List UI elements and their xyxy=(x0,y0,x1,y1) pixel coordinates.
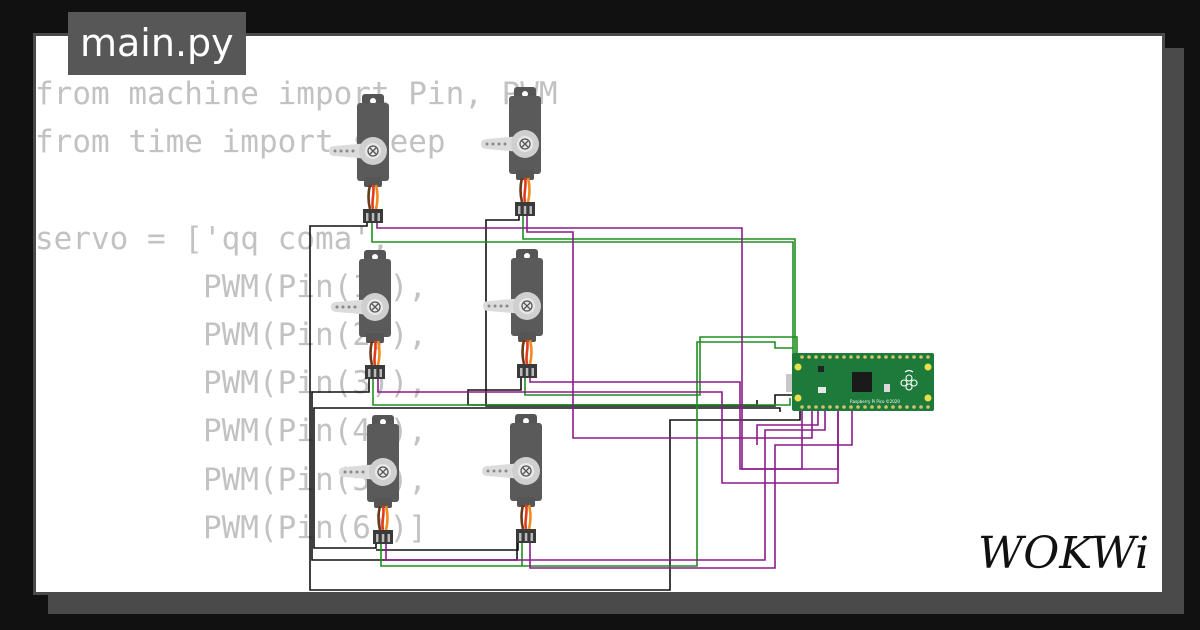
code-line: PWM(Pin(3)), xyxy=(35,365,427,402)
wokwi-logo-icon: WOKWi xyxy=(978,528,1149,576)
raspberry-pi-logo-icon xyxy=(900,369,918,391)
file-tab[interactable]: main.py xyxy=(68,12,246,75)
preview-card xyxy=(33,33,1165,595)
board-label: Raspberry Pi Pico ©2020 xyxy=(850,399,900,404)
servo-motor-icon[interactable] xyxy=(337,413,401,546)
servo-motor-icon[interactable] xyxy=(329,248,393,381)
servo-motor-icon[interactable] xyxy=(479,85,543,218)
wokwi-logo-text: WOKWi xyxy=(978,528,1149,576)
servo-motor-icon[interactable] xyxy=(327,92,391,225)
signal-wires xyxy=(376,213,853,569)
power-wires xyxy=(371,213,798,567)
code-line: from machine import Pin, PWM xyxy=(35,76,558,112)
raspberry-pi-pico-board[interactable]: Raspberry Pi Pico ©2020 xyxy=(786,353,934,411)
servo-motor-icon[interactable] xyxy=(480,412,544,545)
code-line: from time import sleep xyxy=(35,124,446,161)
ground-wires xyxy=(309,213,801,591)
servo-motor-icon[interactable] xyxy=(481,247,545,380)
